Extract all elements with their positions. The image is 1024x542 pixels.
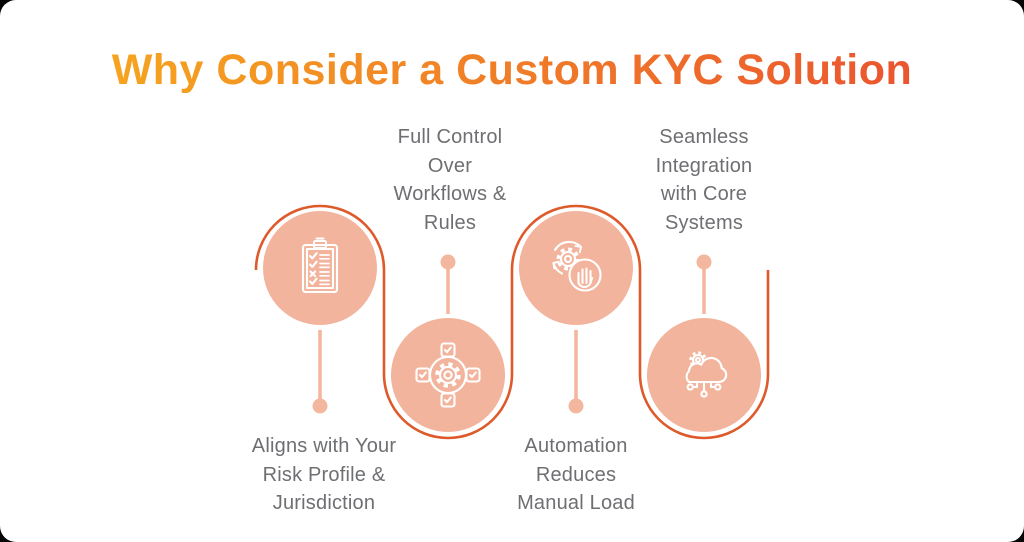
serpentine-connector-path bbox=[254, 204, 770, 440]
cloud-integration-icon bbox=[685, 351, 728, 398]
step-3-dot bbox=[568, 398, 584, 414]
automation-hand-icon bbox=[552, 240, 602, 292]
step-4-dot bbox=[696, 254, 712, 270]
step-2-dot bbox=[440, 254, 456, 270]
step-2-label: Full Control Over Workflows & Rules bbox=[393, 126, 507, 234]
page-title: Why Consider a Custom KYC Solution bbox=[0, 46, 1024, 95]
step-3-label: Automation Reduces Manual Load bbox=[517, 435, 635, 514]
step-2-circle bbox=[391, 318, 505, 432]
step-4-label: Seamless Integration with Core Systems bbox=[655, 126, 753, 234]
step-2-group bbox=[391, 254, 505, 432]
step-1-group bbox=[263, 211, 377, 414]
step-1-label: Aligns with Your Risk Profile & Jurisdic… bbox=[251, 435, 397, 514]
step-4-group bbox=[647, 254, 761, 432]
clipboard-checklist-icon bbox=[301, 237, 339, 294]
step-3-group bbox=[519, 211, 633, 414]
step-1-dot bbox=[312, 398, 328, 414]
workflow-gear-icon bbox=[415, 342, 481, 408]
